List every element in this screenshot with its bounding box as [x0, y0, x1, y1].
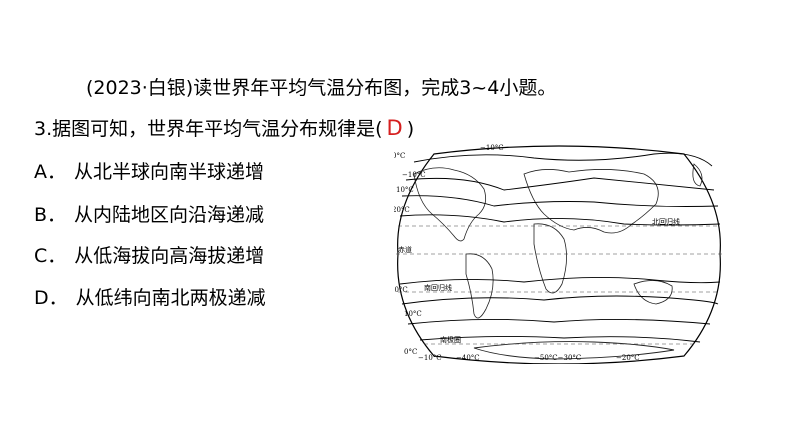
world-temperature-map: −10°C 0°C −10°C 10°C 20°C 南回归线 北回归线 赤道 2…: [394, 144, 722, 364]
question-close: ): [406, 118, 415, 140]
option-a: A． 从北半球向南半球递增: [34, 160, 264, 184]
label-antarctic-circle: 南极圈: [440, 335, 461, 344]
label-tropic-of-cancer: 北回归线: [652, 217, 680, 226]
option-c: C． 从低海拔向高海拔递增: [34, 244, 264, 268]
label-bottom-m50: −50°C−30°C: [534, 354, 581, 362]
option-c-letter: C．: [34, 245, 67, 267]
option-c-text: 从低海拔向高海拔递增: [74, 245, 265, 267]
option-a-letter: A．: [34, 161, 66, 183]
label-tropic-of-capricorn: 南回归线: [424, 283, 452, 292]
question-3: 3.据图可知，世界年平均气温分布规律是(D): [34, 116, 414, 141]
label-equator: 赤道: [398, 245, 412, 254]
label-left-20: 20°C: [394, 206, 410, 214]
label-bottom-m10: −10°C: [418, 354, 442, 362]
label-bottom-0: 0°C: [404, 348, 417, 356]
option-d: D． 从低纬向南北两极递减: [34, 286, 266, 310]
label-left-0: 0°C: [394, 152, 405, 160]
map-outline: [397, 145, 721, 364]
label-bottom-m20: −20°C: [616, 354, 640, 362]
reference-lines: [396, 225, 722, 345]
question-stem: 3.据图可知，世界年平均气温分布规律是(: [34, 118, 383, 140]
option-b-letter: B．: [34, 204, 67, 226]
option-b-text: 从内陆地区向沿海递减: [74, 204, 265, 226]
antarctica: [473, 341, 675, 360]
isotherms: [399, 152, 721, 343]
option-b: B． 从内陆地区向沿海递减: [34, 203, 264, 227]
label-left-n10: −10°C: [402, 171, 426, 179]
option-a-text: 从北半球向南半球递增: [74, 161, 265, 183]
answer-mark: D: [386, 116, 403, 140]
label-left-10: 10°C: [396, 186, 414, 194]
intro-text: (2023·白银)读世界年平均气温分布图，完成3~4小题。: [86, 77, 557, 99]
label-left-20s: 20°C: [394, 286, 408, 294]
option-d-text: 从低纬向南北两极递减: [75, 287, 266, 309]
label-bottom-m40: −40°C: [456, 354, 480, 362]
label-top-minus10: −10°C: [480, 144, 504, 152]
label-left-10s: 10°C: [404, 310, 422, 318]
option-d-letter: D．: [34, 287, 68, 309]
